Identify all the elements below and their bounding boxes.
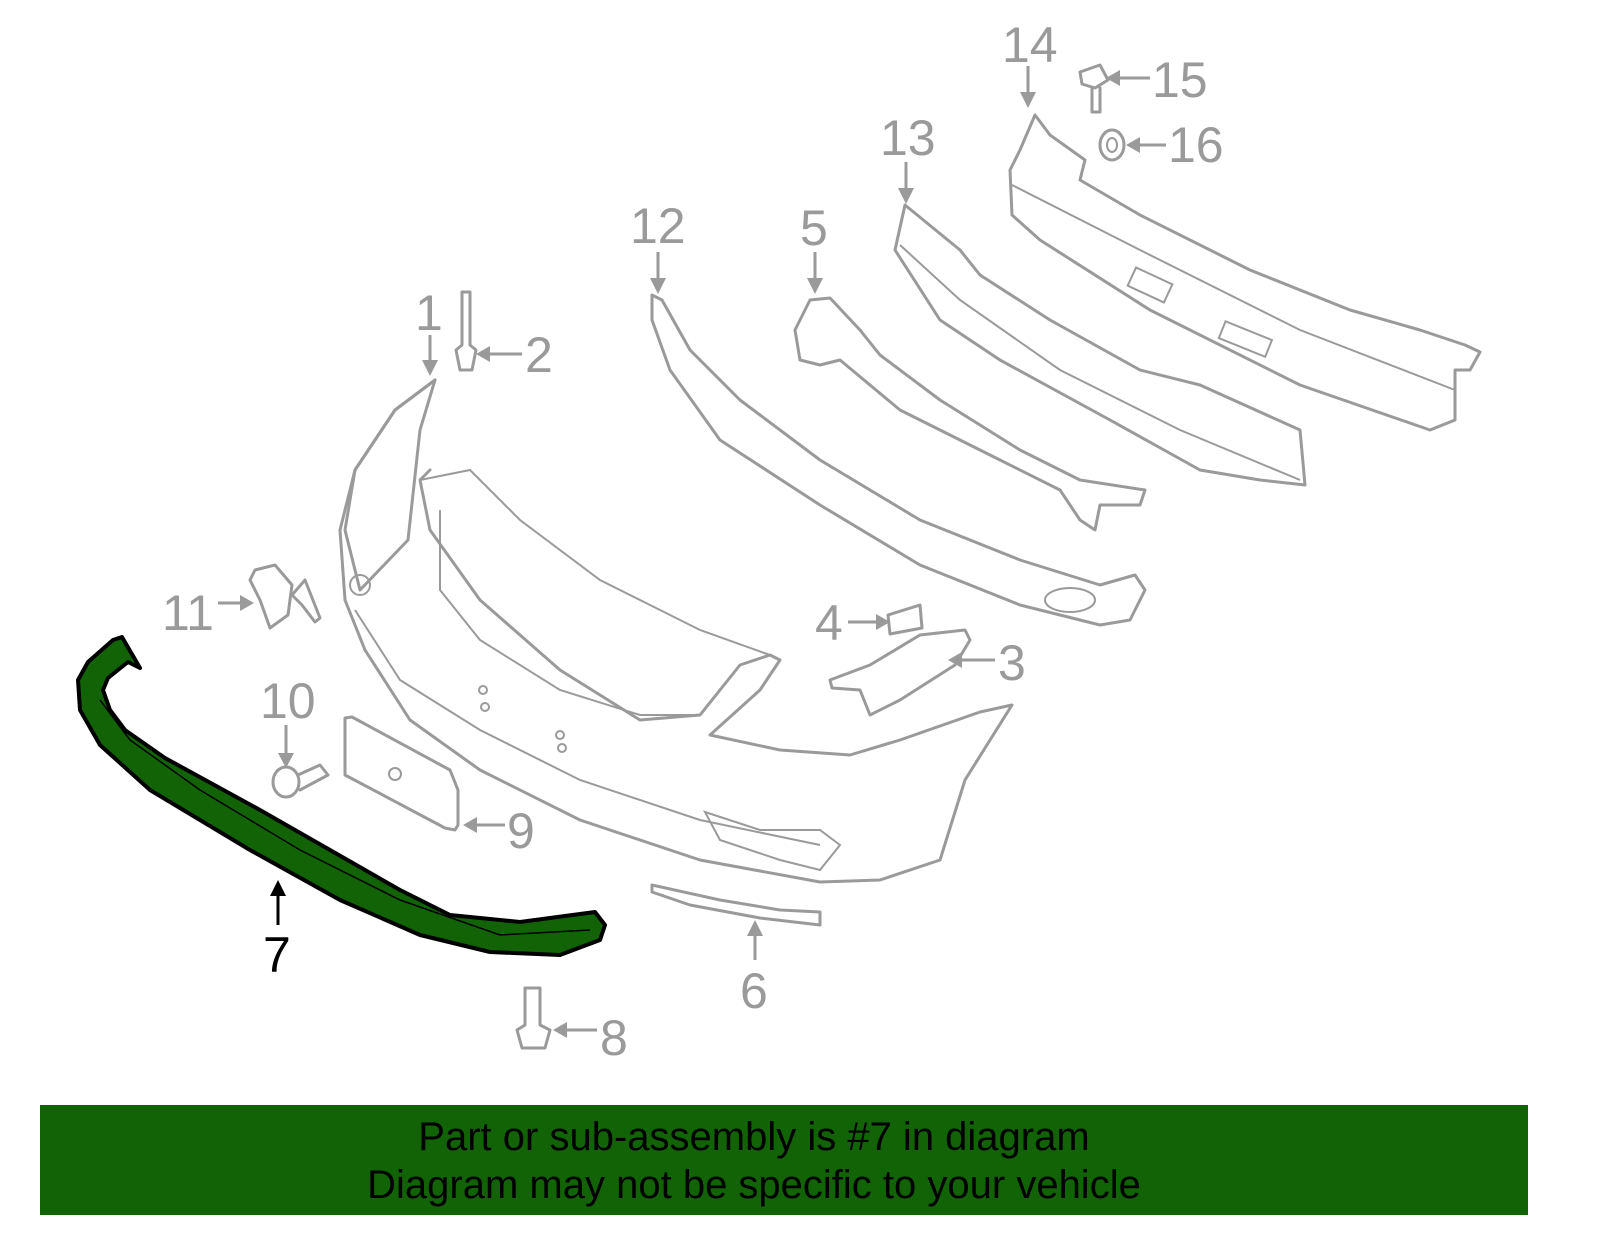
svg-text:15: 15 [1152, 52, 1208, 108]
svg-text:11: 11 [162, 585, 214, 641]
part-7-lower-deflector[interactable] [76, 635, 607, 957]
callout-2: 2 [476, 327, 553, 383]
part-12-cover[interactable] [650, 293, 1147, 627]
callout-9: 9 [463, 803, 535, 859]
callout-14: 14 [1002, 17, 1058, 108]
part-3-bracket[interactable] [828, 628, 972, 717]
svg-text:8: 8 [600, 1010, 628, 1066]
part-5-bracket[interactable] [793, 296, 1147, 532]
callout-12: 12 [630, 198, 686, 294]
callout-11: 11 [162, 585, 254, 641]
part-9-license-bracket[interactable] [343, 715, 460, 832]
svg-text:6: 6 [740, 963, 768, 1019]
svg-text:9: 9 [507, 803, 535, 859]
callout-15: 15 [1106, 52, 1208, 108]
part-1-bumper-cover[interactable] [338, 378, 1014, 884]
callout-4: 4 [815, 595, 890, 651]
callout-3: 3 [948, 635, 1026, 691]
callout-5: 5 [800, 200, 828, 294]
svg-text:10: 10 [260, 673, 316, 729]
svg-text:14: 14 [1002, 17, 1058, 73]
banner-line-1: Part or sub-assembly is #7 in diagram [418, 1115, 1090, 1159]
svg-text:16: 16 [1168, 117, 1224, 173]
svg-text:13: 13 [880, 110, 936, 166]
callout-6: 6 [740, 920, 768, 1019]
svg-text:3: 3 [998, 635, 1026, 691]
svg-text:5: 5 [800, 200, 828, 256]
part-2-pin[interactable] [454, 290, 478, 372]
callout-8: 8 [553, 1010, 628, 1066]
part-13-absorber[interactable] [893, 203, 1307, 487]
callout-7: 7 [263, 880, 291, 983]
part-4-clip[interactable] [886, 603, 924, 636]
svg-text:12: 12 [630, 198, 686, 254]
part-6-strip[interactable] [650, 883, 822, 927]
callout-10: 10 [260, 673, 316, 768]
disclaimer-banner: Part or sub-assembly is #7 in diagram Di… [40, 1105, 1528, 1215]
svg-text:1: 1 [415, 285, 443, 341]
part-11-cover[interactable] [248, 563, 322, 630]
svg-text:7: 7 [263, 927, 291, 983]
part-16-nut[interactable] [1098, 128, 1126, 162]
banner-line-2: Diagram may not be specific to your vehi… [367, 1163, 1141, 1207]
part-14-reinforcement[interactable] [1008, 113, 1482, 432]
callout-13: 13 [880, 110, 936, 204]
svg-text:2: 2 [525, 327, 553, 383]
callout-16: 16 [1126, 117, 1224, 173]
svg-text:4: 4 [815, 595, 843, 651]
part-8-bolt[interactable] [515, 986, 552, 1050]
callout-1: 1 [415, 285, 443, 376]
part-10-screw[interactable] [271, 763, 330, 799]
part-15-bolt[interactable] [1078, 63, 1110, 114]
